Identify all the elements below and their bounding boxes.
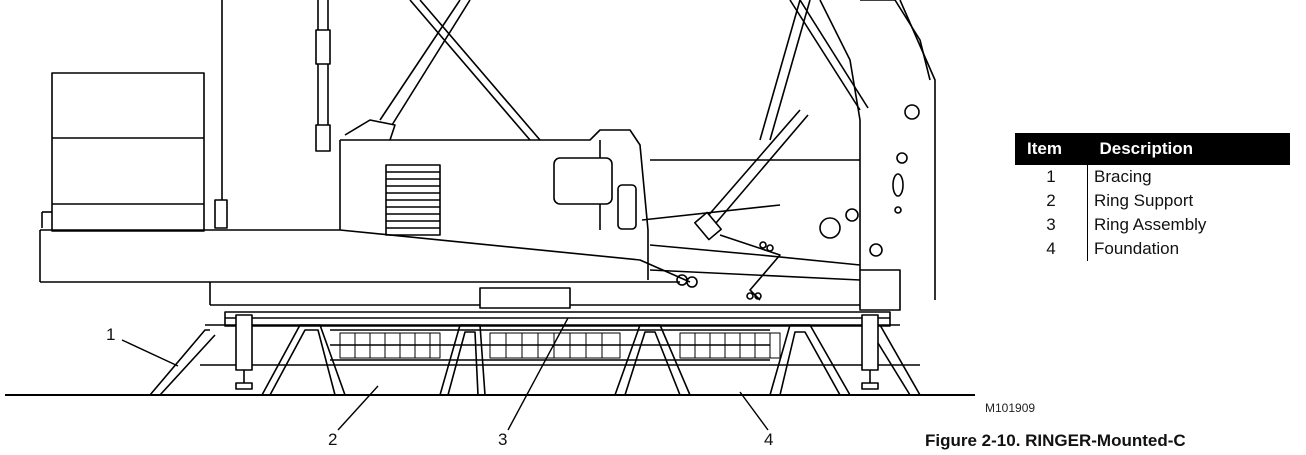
legend-item-description: Bracing: [1087, 165, 1290, 189]
leader-1: [121, 339, 179, 367]
legend-item-number: 1: [1046, 167, 1056, 186]
callout-4: 4: [764, 430, 774, 449]
legend-row: 4 Foundation: [1015, 237, 1290, 261]
callout-2: 2: [328, 430, 338, 449]
callout-3: 3: [498, 430, 508, 449]
leader-2: [337, 385, 379, 431]
figure-code: M101909: [985, 401, 1036, 415]
callout-1: 1: [106, 325, 116, 344]
legend-item-number: 4: [1046, 239, 1056, 258]
boom: [641, 0, 936, 311]
legend-header-item: Item: [1015, 133, 1088, 165]
bracing: [149, 314, 921, 396]
callout-leaders: [121, 317, 769, 431]
legend-row: 2 Ring Support: [1015, 189, 1290, 213]
leader-4: [739, 391, 769, 431]
legend-header-description: Description: [1087, 133, 1290, 165]
upper-works: [339, 129, 649, 280]
legend-item-description: Foundation: [1087, 237, 1290, 261]
foundation-grid: [339, 332, 781, 359]
item-legend-table: Item Description 1 Bracing 2 Ring Suppor…: [1015, 133, 1290, 261]
legend-row: 3 Ring Assembly: [1015, 213, 1290, 237]
legend-header-row: Item Description: [1015, 133, 1290, 165]
legend-item-description: Ring Assembly: [1087, 213, 1290, 237]
legend-row: 1 Bracing: [1015, 165, 1290, 189]
figure-caption: Figure 2-10. RINGER-Mounted-C: [925, 431, 1186, 450]
legend-item-description: Ring Support: [1087, 189, 1290, 213]
counterweight: [41, 72, 205, 232]
legend-item-number: 3: [1046, 215, 1056, 234]
ring-assembly: [224, 311, 891, 361]
legend-item-number: 2: [1046, 191, 1056, 210]
leader-3: [507, 317, 569, 431]
